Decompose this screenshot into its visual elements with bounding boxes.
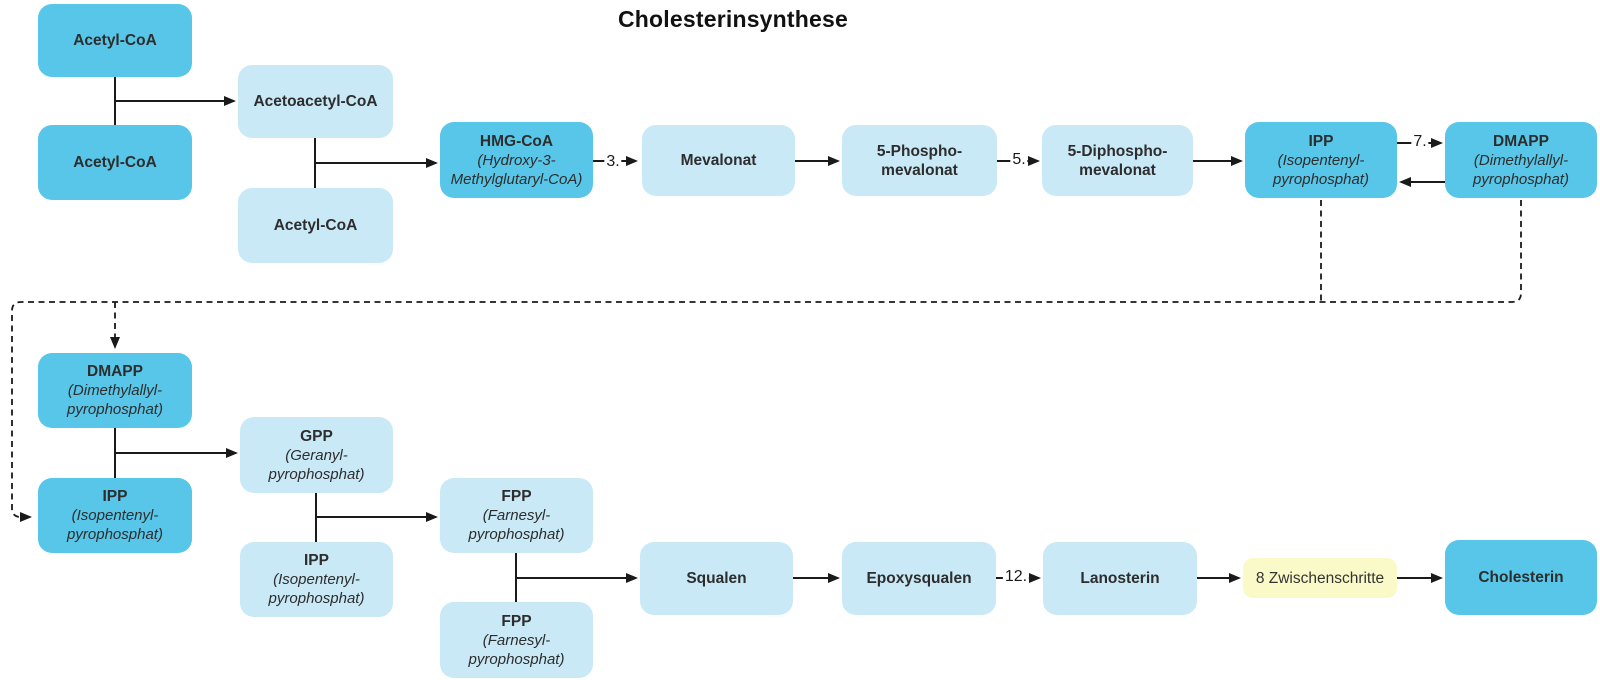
node-title: Acetyl-CoA [73, 32, 157, 49]
node-epoxysqualen: Epoxysqualen [842, 542, 996, 615]
node-title: GPP [300, 427, 333, 445]
node-fpp-top: FPP (Farnesyl- pyrophosphat) [440, 478, 593, 553]
node-subtitle: (Farnesyl- pyrophosphat) [468, 631, 565, 668]
node-subtitle: (Isopentenyl- pyrophosphat) [1273, 151, 1369, 188]
node-title: Lanosterin [1080, 570, 1160, 587]
node-title: Acetyl-CoA [73, 154, 157, 171]
node-title: 5-Phospho- mevalonat [876, 142, 963, 179]
node-dmapp-row2: DMAPP (Dimethylallyl- pyrophosphat) [38, 353, 192, 428]
node-acetoacetyl-coa: Acetoacetyl-CoA [238, 65, 393, 138]
node-title: IPP [304, 552, 329, 569]
node-title: FPP [501, 488, 532, 505]
node-5-diphospho-mevalonat: 5-Diphospho- mevalonat [1042, 125, 1193, 196]
node-zwischenschritte: 8 Zwischenschritte [1243, 558, 1397, 598]
node-cholesterin: Cholesterin [1445, 540, 1597, 615]
node-title: DMAPP [1493, 132, 1549, 150]
node-subtitle: (Isopentenyl- pyrophosphat) [268, 571, 365, 607]
dashed-recycle-loop [11, 200, 1522, 522]
node-title: Epoxysqualen [866, 570, 972, 587]
node-gpp: GPP (Geranyl- pyrophosphat) [240, 417, 393, 493]
node-mevalonat: Mevalonat [642, 125, 795, 196]
node-title: IPP [102, 488, 128, 505]
node-squalen: Squalen [640, 542, 793, 615]
page-title: Cholesterinsynthese [617, 6, 849, 32]
node-acetyl-coa-top: Acetyl-CoA [38, 4, 192, 77]
node-subtitle: (Isopentenyl- pyrophosphat) [67, 507, 163, 543]
node-title: HMG-CoA [479, 132, 554, 150]
node-title: Mevalonat [680, 152, 757, 169]
node-lanosterin: Lanosterin [1043, 542, 1197, 615]
node-title: Acetyl-CoA [273, 217, 358, 234]
node-ipp-row2: IPP (Isopentenyl- pyrophosphat) [38, 478, 192, 553]
node-title: FPP [501, 612, 532, 630]
node-title: Squalen [686, 570, 747, 587]
node-title: IPP [1308, 132, 1334, 150]
node-acetyl-coa-bottom: Acetyl-CoA [38, 125, 192, 200]
edge-label-step12: 12. [1002, 568, 1030, 586]
edge-label-step7: 7. [1411, 133, 1429, 151]
node-dmapp-row1: DMAPP (Dimethylallyl- pyrophosphat) [1445, 122, 1597, 198]
node-title: Cholesterin [1478, 569, 1564, 586]
node-subtitle: (Hydroxy-3- Methylglutaryl-CoA) [450, 151, 583, 188]
node-title: Acetoacetyl-CoA [253, 93, 378, 110]
node-subtitle: (Farnesyl- pyrophosphat) [468, 507, 565, 543]
node-subtitle: (Geranyl- pyrophosphat) [268, 446, 365, 483]
node-title: 8 Zwischenschritte [1255, 569, 1385, 587]
node-5-phospho-mevalonat: 5-Phospho- mevalonat [842, 125, 997, 196]
node-ipp-partner: IPP (Isopentenyl- pyrophosphat) [240, 542, 393, 617]
node-title: 5-Diphospho- mevalonat [1067, 142, 1168, 179]
edge-label-step5: 5. [1010, 151, 1028, 169]
node-ipp-row1: IPP (Isopentenyl- pyrophosphat) [1245, 122, 1397, 198]
node-fpp-bottom: FPP (Farnesyl- pyrophosphat) [440, 602, 593, 678]
node-subtitle: (Dimethylallyl- pyrophosphat) [1473, 151, 1569, 188]
node-title: DMAPP [87, 363, 143, 380]
node-hmg-coa: HMG-CoA (Hydroxy-3- Methylglutaryl-CoA) [440, 122, 593, 198]
node-acetyl-coa-third: Acetyl-CoA [238, 188, 393, 263]
node-subtitle: (Dimethylallyl- pyrophosphat) [67, 382, 163, 418]
edge-label-step3: 3. [604, 153, 622, 171]
